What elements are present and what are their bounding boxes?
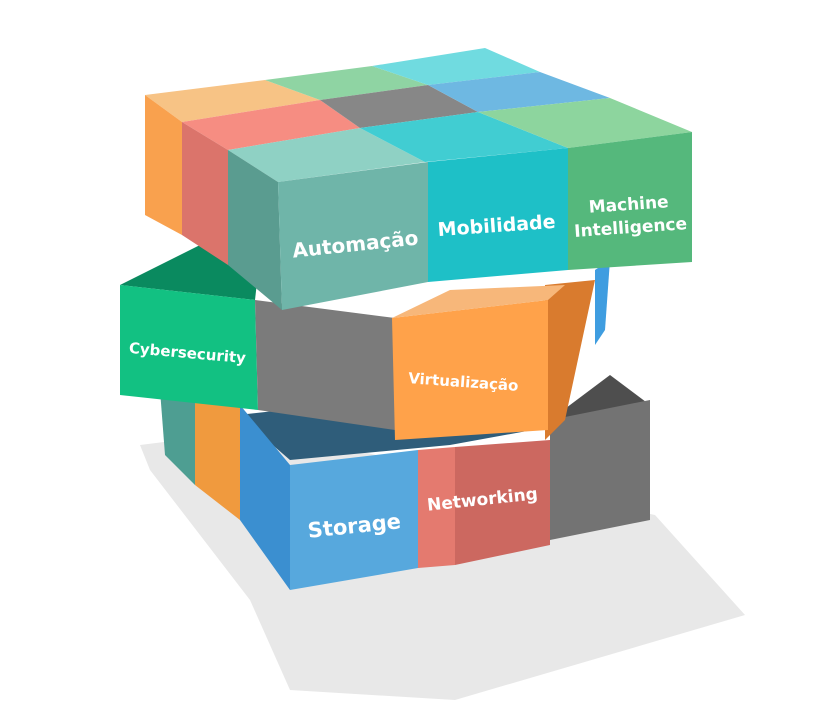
top-left-orange — [145, 95, 182, 235]
top-tile-salmon — [182, 100, 360, 150]
bottom-left-orange — [195, 395, 240, 520]
top-layer: Automação Mobilidade Machine Intelligenc… — [145, 48, 692, 310]
top-left-teal — [228, 150, 282, 310]
virtualizacao-top — [392, 285, 565, 318]
top-tile-green-front — [478, 98, 692, 148]
top-tile-cyan-front — [360, 112, 568, 162]
middle-right-orange — [545, 280, 595, 440]
bottom-left-teal — [160, 390, 195, 485]
bottom-right-gray — [550, 400, 650, 540]
top-tile-cyan-back — [372, 48, 540, 85]
top-tile-green-back — [265, 66, 428, 100]
machine-intelligence-face — [568, 132, 692, 270]
virtualizacao-face — [392, 300, 548, 440]
top-tile-blue — [428, 72, 610, 112]
networking-face-b — [455, 440, 550, 565]
middle-right-blue — [595, 260, 610, 345]
middle-front-gray — [255, 300, 395, 430]
mobilidade-face — [428, 148, 568, 282]
top-tile-orange — [145, 80, 320, 122]
automacao-face — [278, 162, 428, 310]
bottom-left-blue — [240, 405, 290, 590]
top-tile-center-gray — [320, 85, 478, 128]
networking-face-a — [418, 447, 455, 568]
top-tile-teal-front — [228, 128, 425, 182]
top-left-coral — [182, 122, 228, 265]
middle-layer: Cybersecurity Virtualização — [120, 245, 610, 440]
cybersecurity-face — [120, 285, 258, 410]
storage-face — [290, 450, 418, 590]
